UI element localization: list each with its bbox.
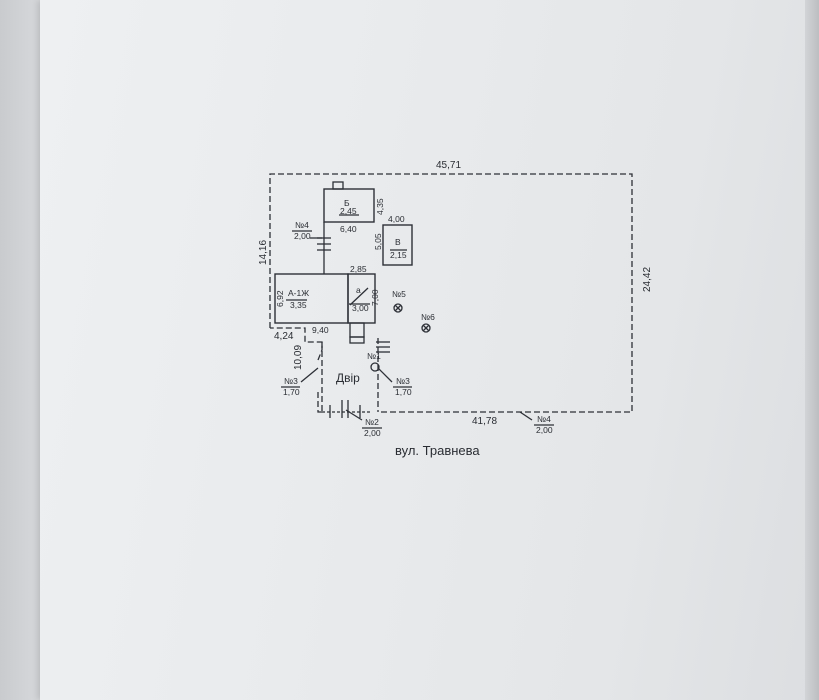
dim-4-35: 4,35	[375, 198, 385, 215]
fence-n3-right-label: №3	[396, 376, 410, 386]
fence-n4-top-label: №4	[295, 220, 309, 230]
fence-n2-label: №2	[365, 417, 379, 427]
building-b-chimney	[332, 181, 344, 190]
point-n1-label: №1	[367, 351, 381, 361]
dim-left-bottom: 4,24	[274, 331, 294, 342]
paper-sheet	[40, 0, 819, 700]
point-n1	[370, 362, 380, 372]
fence-n3-right-value: 1,70	[395, 387, 412, 397]
building-b	[323, 188, 375, 223]
dim-top: 45,71	[436, 160, 461, 171]
dim-6-40: 6,40	[340, 224, 357, 234]
dim-4-00: 4,00	[388, 214, 405, 224]
building-v	[382, 224, 413, 266]
dim-2-85: 2,85	[350, 264, 367, 274]
point-n6-label: №6	[421, 312, 435, 322]
fence-n4-bottom-label: №4	[537, 414, 551, 424]
dim-9-40: 9,40	[312, 325, 329, 335]
building-a-value: 3,35	[290, 300, 307, 310]
building-a-label: А-1Ж	[288, 288, 309, 298]
well-n6	[421, 323, 431, 333]
building-v-label: В	[395, 237, 401, 247]
street-label: вул. Травнева	[395, 443, 480, 458]
fence-n4-bottom-value: 2,00	[536, 425, 553, 435]
fence-n3-left-label: №3	[284, 376, 298, 386]
building-v-value: 2,15	[390, 250, 407, 260]
porch	[349, 322, 365, 338]
fence-n3-left-value: 1,70	[283, 387, 300, 397]
dim-right: 24,42	[642, 267, 653, 292]
porch-step	[349, 336, 365, 344]
fence-n2-value: 2,00	[364, 428, 381, 438]
right-page-edge	[805, 0, 819, 700]
dim-left: 14,16	[258, 240, 269, 265]
dim-yard-left: 10,09	[293, 345, 304, 370]
annex-a-value: 3,00	[352, 303, 369, 313]
annex-a-label: а	[356, 285, 361, 295]
dim-bottom: 41,78	[472, 416, 497, 427]
dim-7-00: 7,00	[370, 289, 380, 306]
building-b-value: 2,45	[340, 206, 357, 216]
fence-n4-top-value: 2,00	[294, 231, 311, 241]
point-n5-label: №5	[392, 289, 406, 299]
dim-6-92: 6,92	[275, 290, 285, 307]
dim-5-05: 5,05	[373, 233, 383, 250]
building-a	[274, 273, 349, 324]
well-n5	[393, 303, 403, 313]
plot-boundary	[269, 173, 633, 413]
yard-label: Двір	[336, 371, 360, 385]
building-b-label: Б	[344, 198, 350, 208]
